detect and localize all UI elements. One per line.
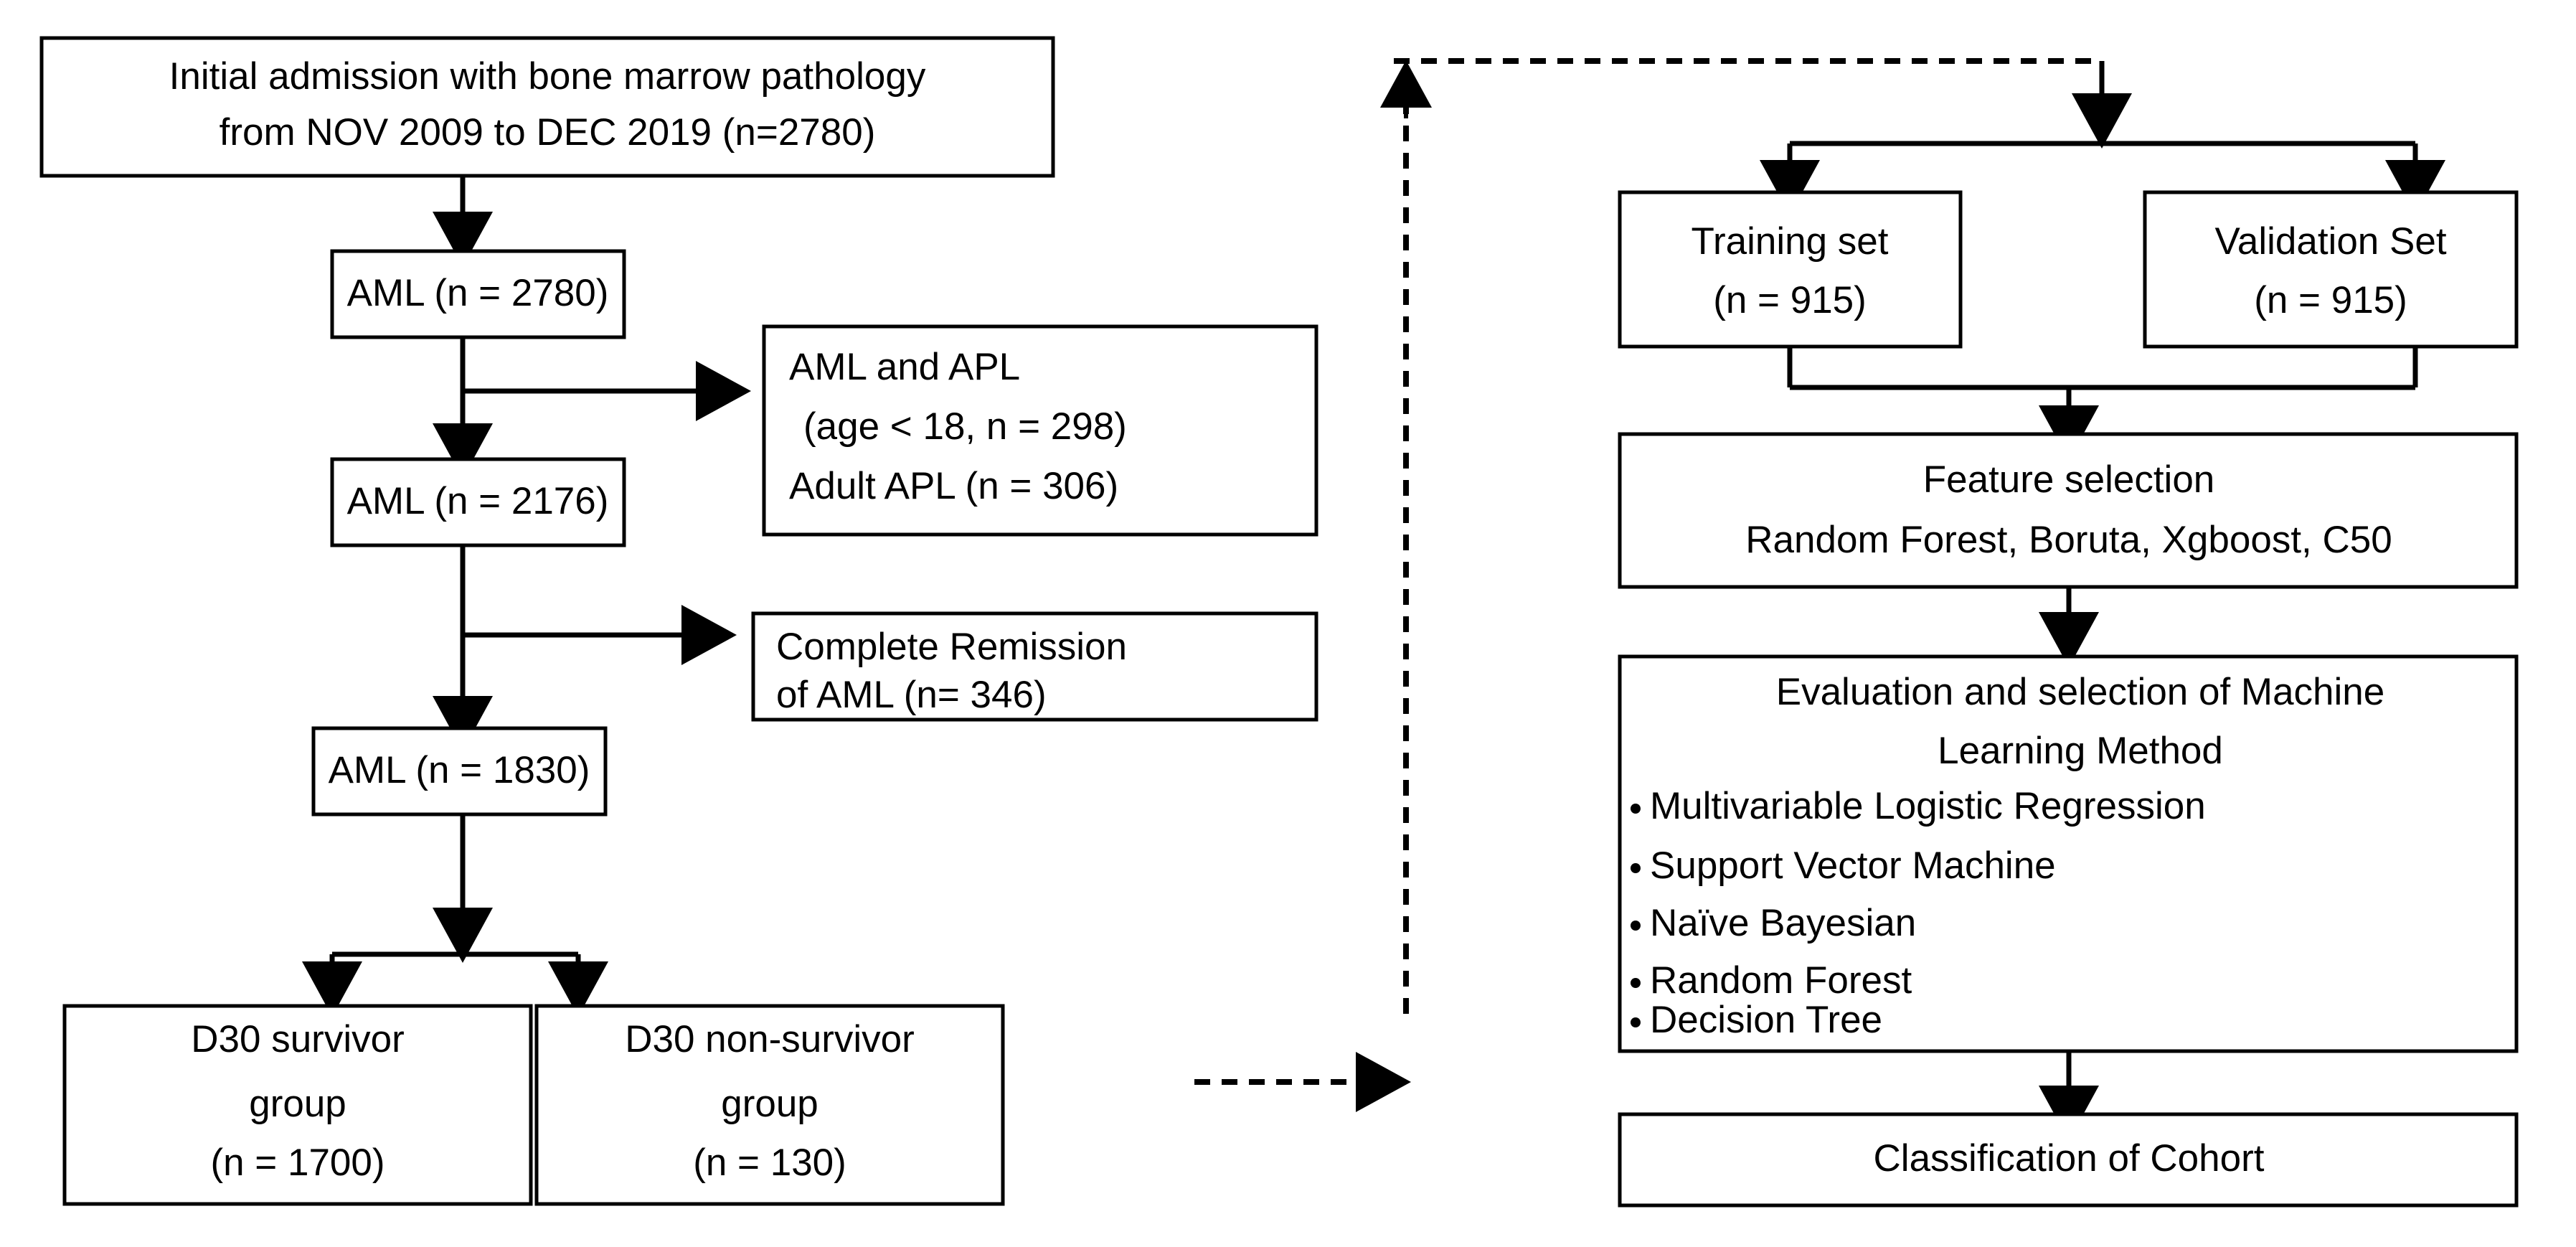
left-column-connectors [302, 176, 751, 1017]
node-initial-admission: Initial admission with bone marrow patho… [39, 36, 1055, 178]
feature-selection-line2: Random Forest, Boruta, Xgboost, C50 [1745, 519, 2392, 561]
feature-selection-line1: Feature selection [1923, 458, 2215, 501]
d30-non-survivor-line1: D30 non-survivor [625, 1018, 915, 1060]
node-exclusion-remission: Complete Remission of AML (n= 346) [751, 611, 1318, 722]
aml-1830-label: AML (n = 1830) [329, 749, 590, 791]
classification-label: Classification of Cohort [1874, 1137, 2265, 1180]
d30-survivor-line3: (n = 1700) [210, 1142, 384, 1184]
d30-survivor-line2: group [249, 1083, 346, 1125]
ml-method-item-4: Decision Tree [1650, 999, 1882, 1041]
bullet-icon [1631, 863, 1641, 873]
training-set-line1: Training set [1692, 220, 1889, 263]
node-classification-of-cohort: Classification of Cohort [1618, 1112, 2519, 1208]
d30-survivor-line1: D30 survivor [191, 1018, 404, 1060]
exclusion-apl-line2: (age < 18, n = 298) [803, 405, 1127, 448]
exclusion-remission-line1: Complete Remission [776, 626, 1127, 668]
ml-method-item-3: Random Forest [1650, 959, 1912, 1002]
right-column-connectors [1760, 141, 2445, 1141]
training-set-line2: (n = 915) [1713, 279, 1867, 321]
node-aml-1830: AML (n = 1830) [311, 726, 608, 817]
node-aml-2780: AML (n = 2780) [330, 249, 626, 339]
bullet-icon [1631, 921, 1641, 931]
bullet-icon [1631, 804, 1641, 814]
exclusion-apl-line3: Adult APL (n = 306) [789, 465, 1118, 507]
node-ml-methods: Evaluation and selection of Machine Lear… [1618, 654, 2519, 1053]
aml-2780-label: AML (n = 2780) [347, 272, 609, 314]
ml-method-item-1: Support Vector Machine [1650, 844, 2056, 887]
bullet-icon [1631, 1017, 1641, 1027]
dashed-linker-edges [1194, 58, 2132, 1112]
node-feature-selection: Feature selection Random Forest, Boruta,… [1618, 432, 2519, 589]
validation-set-line2: (n = 915) [2254, 279, 2407, 321]
ml-method-item-0: Multivariable Logistic Regression [1650, 785, 2206, 827]
d30-non-survivor-line2: group [721, 1083, 818, 1125]
node-d30-survivor: D30 survivor group (n = 1700) [62, 1004, 533, 1206]
node-exclusion-apl: AML and APL (age < 18, n = 298) Adult AP… [762, 324, 1318, 537]
initial-admission-line1: Initial admission with bone marrow patho… [169, 55, 926, 98]
initial-admission-line2: from NOV 2009 to DEC 2019 (n=2780) [220, 111, 876, 154]
bullet-icon [1631, 978, 1641, 988]
node-validation-set: Validation Set (n = 915) [2143, 190, 2519, 349]
exclusion-remission-line2: of AML (n= 346) [776, 674, 1047, 716]
ml-methods-heading-line2: Learning Method [1938, 730, 2223, 772]
ml-method-item-2: Naïve Bayesian [1650, 902, 1916, 944]
node-d30-non-survivor: D30 non-survivor group (n = 130) [534, 1004, 1005, 1206]
node-aml-2176: AML (n = 2176) [330, 457, 626, 547]
ml-methods-heading-line1: Evaluation and selection of Machine [1776, 671, 2385, 713]
node-training-set: Training set (n = 915) [1618, 190, 1963, 349]
validation-set-line1: Validation Set [2214, 220, 2446, 263]
exclusion-apl-line1: AML and APL [789, 346, 1020, 388]
d30-non-survivor-line3: (n = 130) [693, 1142, 846, 1184]
aml-2176-label: AML (n = 2176) [347, 480, 609, 522]
